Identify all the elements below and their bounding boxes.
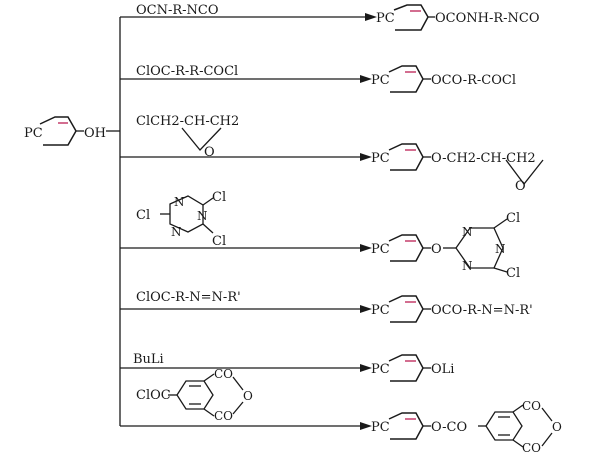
product-2-ring (388, 65, 424, 93)
arrowhead-1 (365, 13, 377, 21)
reaction-5: ClOC-R-N=N-R' PC OCO-R-N=N-R' (120, 290, 533, 323)
reagent-7-prefix: ClOC (136, 388, 171, 403)
product-4-triazine (455, 227, 504, 269)
arrowhead-2 (360, 75, 372, 83)
product-6-pc: PC (371, 362, 390, 377)
reaction-7: ClOC CO CO O PC O-CO CO CO O (120, 367, 562, 455)
product-1-pc: PC (376, 11, 395, 26)
product-7-ring (388, 412, 424, 440)
product-5-ring (388, 295, 424, 323)
arrowhead-6 (360, 364, 372, 372)
reagent-7-co2: CO (214, 409, 233, 423)
product-7-co2: CO (522, 441, 541, 455)
reagent-7-co1: CO (214, 367, 233, 381)
reagent-3-epoxide (181, 127, 222, 151)
product-7-pc: PC (371, 420, 390, 435)
reagent-1: OCN-R-NCO (136, 3, 219, 18)
reagent-7-benzene (176, 380, 214, 410)
product-7-co1: CO (522, 399, 541, 413)
reagent-4-cl3: Cl (212, 234, 226, 249)
reagent-6: BuLi (133, 352, 164, 367)
product-1-suffix: OCONH-R-NCO (435, 11, 540, 26)
reagent-3-oxygen: O (204, 145, 215, 160)
product-4-ring (388, 234, 424, 262)
reagent-4-n1: N (174, 195, 185, 209)
product-3-epoxide (505, 159, 544, 186)
product-3-ring (388, 143, 424, 171)
product-3-pc: PC (371, 151, 390, 166)
product-1-ring (393, 4, 429, 31)
product-4-link: O (431, 242, 442, 257)
arrowhead-4 (360, 244, 372, 252)
arrowhead-7 (360, 422, 372, 430)
product-3-oxygen: O (515, 179, 526, 194)
start-oh-label: OH (84, 126, 106, 141)
start-pc-label: PC (24, 126, 43, 141)
product-4-n1: N (462, 225, 473, 239)
start-ring (39, 116, 77, 146)
product-6-suffix: OLi (431, 362, 454, 377)
product-2-pc: PC (371, 73, 390, 88)
reaction-6: BuLi PC OLi (120, 352, 454, 382)
reagent-3: ClCH2-CH-CH2 (136, 114, 239, 129)
product-4-cl2: Cl (506, 266, 520, 281)
arrowhead-5 (360, 305, 372, 313)
reagent-7-o: O (243, 389, 253, 403)
product-7-suffix: O-CO (431, 420, 467, 435)
product-4-pc: PC (371, 242, 390, 257)
reagent-5: ClOC-R-N=N-R' (136, 290, 241, 305)
reagent-2: ClOC-R-R-COCl (136, 64, 238, 79)
product-5-pc: PC (371, 303, 390, 318)
reaction-3: ClCH2-CH-CH2 O PC O-CH2-CH-CH2 O (120, 114, 544, 194)
product-7-o: O (552, 420, 562, 434)
start-material: PC OH (24, 116, 120, 146)
product-7-benzene (485, 411, 523, 441)
reaction-4: N N N Cl Cl Cl PC O N N N Cl Cl (120, 190, 520, 281)
reagent-4-n2: N (197, 209, 208, 223)
product-2-suffix: OCO-R-COCl (431, 73, 516, 88)
reagent-4-cl2: Cl (136, 208, 150, 223)
arrowhead-3 (360, 153, 372, 161)
product-4-cl1: Cl (506, 211, 520, 226)
reaction-2: ClOC-R-R-COCl PC OCO-R-COCl (120, 64, 516, 93)
reagent-4-cl1: Cl (212, 190, 226, 205)
product-5-suffix: OCO-R-N=N-R' (431, 303, 533, 318)
reagent-4-n3: N (171, 225, 182, 239)
product-4-n2: N (495, 242, 506, 256)
product-6-ring (388, 354, 424, 382)
product-3-suffix: O-CH2-CH-CH2 (431, 151, 536, 166)
product-4-n3: N (462, 259, 473, 273)
reaction-1: OCN-R-NCO PC OCONH-R-NCO (120, 3, 540, 31)
